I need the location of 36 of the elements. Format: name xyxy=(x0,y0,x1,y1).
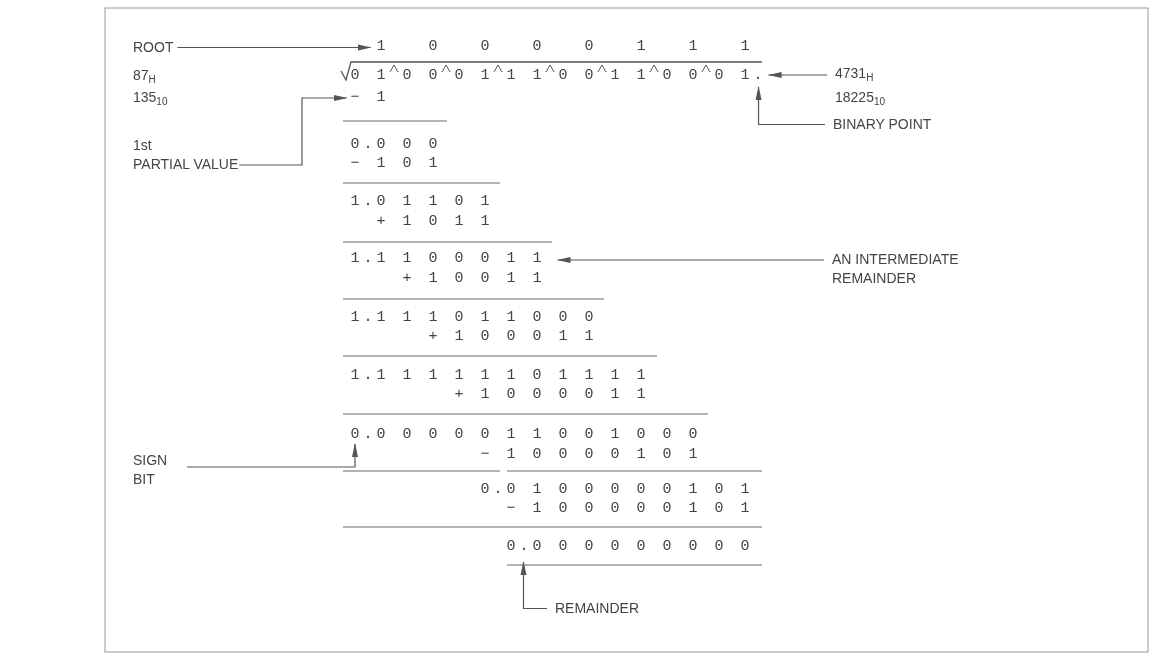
hex-value: 87$_{H}$ xyxy=(133,66,156,85)
root-label: ROOT xyxy=(133,38,174,57)
partial-result-row: 0.0 0 0 xyxy=(350,136,442,154)
operation-row: + 1 0 0 0 0 1 1 xyxy=(454,386,650,404)
callout-label: REMAINDER xyxy=(555,599,639,618)
operation-row: − 1 0 0 0 0 0 1 0 1 xyxy=(506,500,754,518)
operation-row: + 1 0 0 1 1 xyxy=(402,270,546,288)
callout-label: SIGN BIT xyxy=(133,451,183,489)
partial-result-row: 1.0 1 1 0 1 xyxy=(350,193,494,211)
leader-arrow xyxy=(767,72,828,78)
decimal-value: 135$_{10}$ xyxy=(133,88,168,107)
callout-label: 1st xyxy=(133,136,153,155)
partial-result-row: 0.0 1 0 0 0 0 0 1 0 1 xyxy=(480,481,754,499)
partial-result-row: 0.0 0 0 0 0 1 1 0 0 1 0 0 0 xyxy=(350,426,702,444)
callout-label: PARTIAL VALUE xyxy=(133,155,239,174)
callout-label: AN INTERMEDIATE REMAINDER xyxy=(832,250,982,288)
leader-arrow xyxy=(186,443,358,468)
operation-row: − 1 0 1 xyxy=(350,155,442,173)
leader-arrow xyxy=(556,257,825,263)
partial-result-row: 1.1 1 1 1 1 1 0 1 1 1 1 xyxy=(350,367,650,385)
root-digits: 1 0 0 0 0 1 1 1 xyxy=(376,38,767,56)
partial-result-row: 1.1 1 0 0 0 1 1 xyxy=(350,250,546,268)
leader-arrow xyxy=(520,561,548,610)
radicand-digits: 0 1 0 0 0 1 1 1 0 0 1 1 0 0 0 1. xyxy=(350,67,767,85)
hex-value: 4731$_{H}$ xyxy=(835,64,875,83)
operation-row: − 1 0 0 0 0 1 0 1 xyxy=(480,446,702,464)
subtraction-row: − 1 xyxy=(350,89,390,107)
operation-row: + 1 0 1 1 xyxy=(376,213,494,231)
leader-arrow xyxy=(755,86,826,126)
partial-result-row: 1.1 1 1 0 1 1 0 0 0 xyxy=(350,309,598,327)
decimal-value: 18225$_{10}$ xyxy=(835,88,886,107)
operation-row: + 1 0 0 0 1 1 xyxy=(428,328,598,346)
leader-arrow xyxy=(176,44,372,51)
leader-arrow xyxy=(238,95,348,166)
final-result-row: 0.0 0 0 0 0 0 0 0 0 xyxy=(506,538,754,556)
callout-label: BINARY POINT xyxy=(833,115,932,134)
